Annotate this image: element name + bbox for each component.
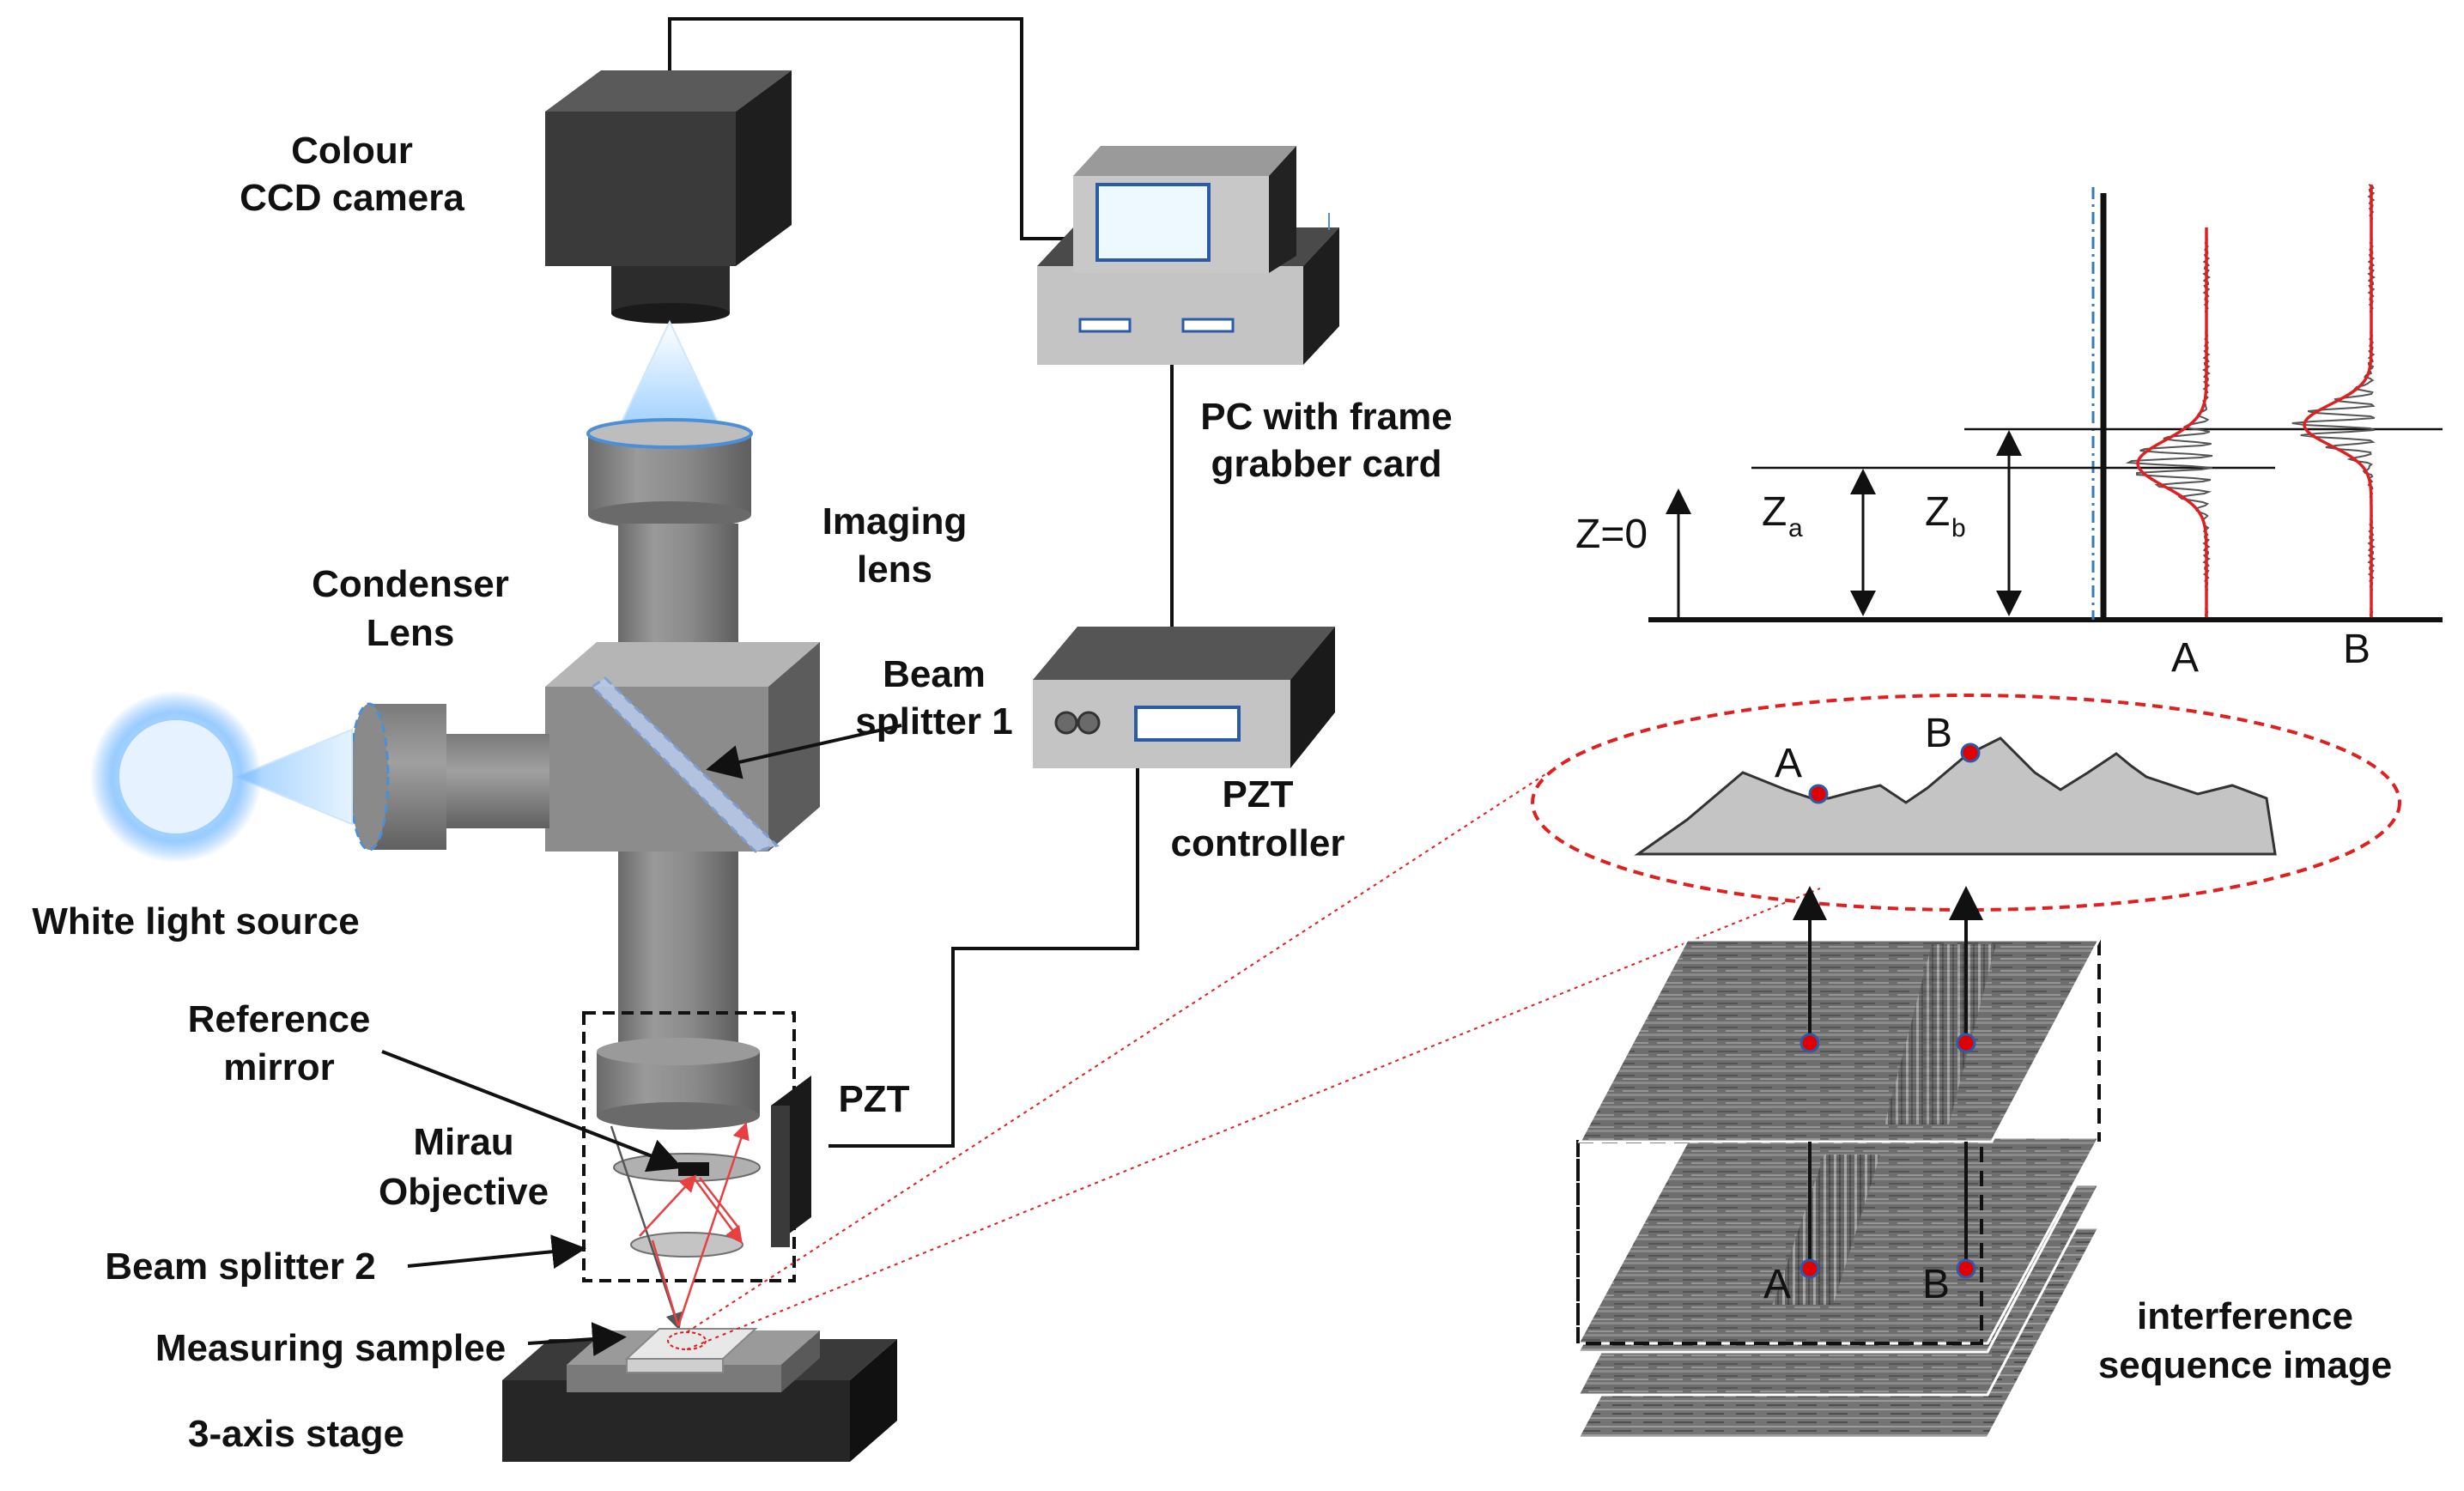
condenser-tube [429,734,549,828]
surface-label-a: A [1775,741,1802,786]
projection-lines [686,773,1821,1350]
surface-profile: A B [1531,694,2401,912]
envelope-graph: Z=0 Z a Z b A B [1575,184,2443,681]
pzt-controller [1033,627,1335,768]
signal-b-envelope [2303,185,2373,617]
pzt-actuator [771,1076,811,1247]
imaging-label-1: Imaging [822,500,968,542]
za-subscript: a [1788,514,1803,542]
stage-label: 3-axis stage [188,1413,404,1455]
ref-mirror-label-2: mirror [223,1046,335,1088]
ref-mirror-label-1: Reference [188,998,371,1040]
signal-b-fringes [2291,184,2376,618]
stack-label-b: B [1922,1262,1950,1307]
cables [668,17,1174,1148]
camera-pc-cable [668,17,1090,240]
signal-a-fringes [2125,227,2213,618]
beam-splitter-2 [630,1232,743,1258]
pc-computer [1037,146,1339,365]
condenser-lens [349,702,446,852]
stack-point-b-top [1956,1033,1976,1053]
condenser-label-2: Lens [367,612,455,654]
graph-axis-a-label: A [2171,635,2199,681]
pc-label-1: PC with frame [1200,396,1452,438]
imaging-label-2: lens [857,549,932,591]
light-source-bulb [116,717,236,837]
surface-point-b [1960,742,1981,763]
source-light-cone [234,728,353,826]
camera-label-1: Colour [291,130,413,172]
beam-splitter-1 [590,676,780,853]
interference-stack: A B interference sequence image [1575,886,2392,1439]
light-source-label: White light source [32,900,359,942]
graph-axis-b-label: B [2343,627,2370,672]
stack-layer-1 [1577,938,2102,1143]
condenser-label-1: Condenser [312,563,509,605]
camera-light-cone [616,319,723,430]
sample-label: Measuring samplee [155,1327,506,1369]
left-labels: Colour CCD camera PC with frame grabber … [32,130,1452,1455]
annotation-arrows [381,724,902,1357]
interference-label-2: sequence image [2098,1344,2392,1386]
stack-point-a-bottom [1799,1258,1820,1279]
zb-subscript: b [1951,514,1966,542]
objective-housing [597,1038,760,1130]
pzt-controller-label-2: controller [1171,822,1345,864]
stack-layer-2-hotspot [1773,1155,1880,1305]
surface-label-b: B [1925,711,1952,756]
imaging-lens [586,418,753,529]
stack-layer-1-hotspot [1884,944,1996,1124]
interference-label-1: interference [2137,1295,2353,1337]
z0-label: Z=0 [1575,512,1648,557]
reference-plate [613,1153,761,1182]
camera-label-2: CCD camera [240,177,464,219]
bs2-label: Beam splitter 2 [105,1246,375,1288]
za-label: Z [1762,489,1787,535]
ray-traces [610,1122,750,1330]
stack-label-a: A [1763,1262,1791,1307]
pc-label-2: grabber card [1211,443,1442,485]
bs1-label-2: splitter 1 [855,700,1012,742]
surface-shape [1634,736,2277,856]
beam-splitter-cube [545,642,820,853]
ccd-camera [545,70,792,324]
surface-point-a [1808,784,1829,804]
bs1-label-1: Beam [883,653,986,695]
measuring-sample [624,1328,758,1373]
stack-point-b-bottom [1956,1258,1976,1279]
mirau-label-2: Objective [379,1171,549,1213]
pzt-label: PZT [838,1078,909,1120]
stack-point-a-top [1799,1033,1820,1053]
lower-tube [618,852,738,1049]
zb-label: Z [1925,489,1950,535]
mirau-label-1: Mirau [413,1121,513,1163]
signal-a-envelope [2136,227,2208,617]
reference-mirror [678,1162,709,1176]
pzt-controller-label-1: PZT [1222,773,1293,815]
controller-pzt-cable [828,768,1139,1148]
